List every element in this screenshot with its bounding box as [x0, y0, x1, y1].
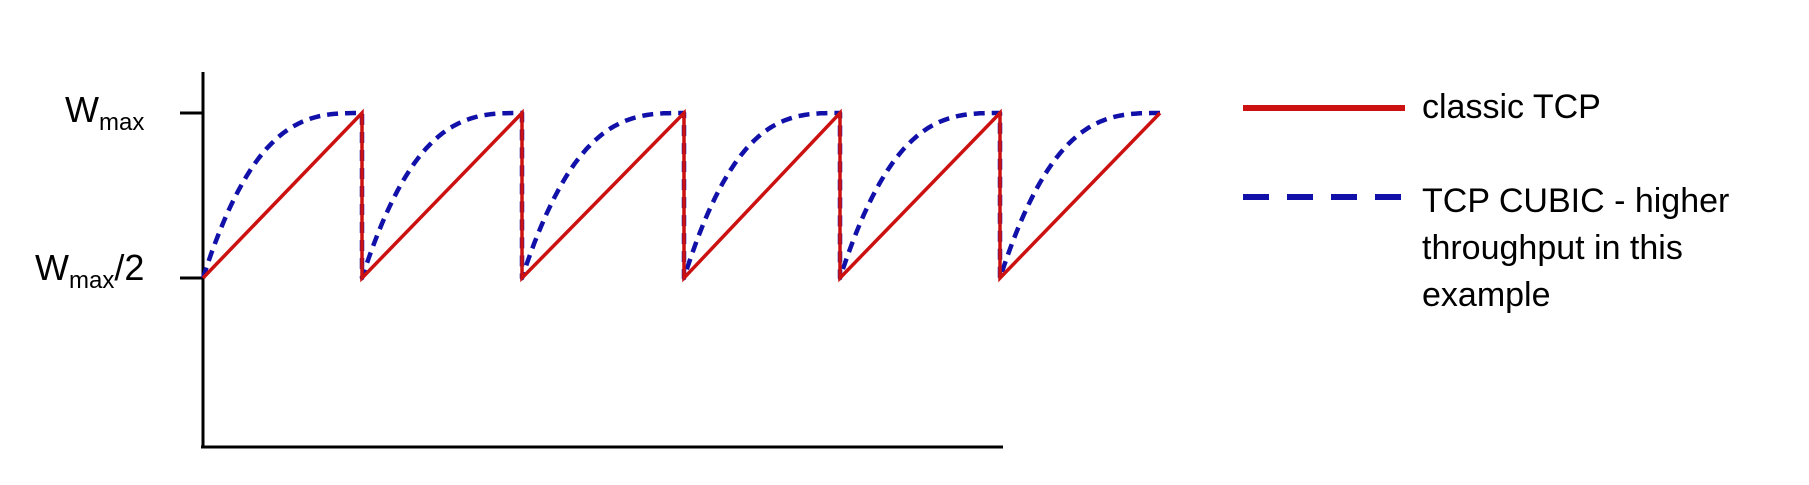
- y-tick-label-wmax-half-sub: max: [69, 267, 114, 294]
- y-tick-label-wmax-half-suffix: /2: [114, 247, 144, 288]
- y-tick-label-wmax-main: W: [65, 89, 99, 130]
- legend-label-tcp-cubic: TCP CUBIC - higher throughput in this ex…: [1422, 182, 1739, 314]
- y-tick-label-wmax-half: Wmax/2: [35, 247, 144, 294]
- y-tick-labels: Wmax Wmax/2: [35, 89, 144, 294]
- series-line-tcp-cubic: [200, 110, 1160, 281]
- plot-area: [200, 108, 1162, 283]
- legend-label-tcp-cubic-line-1: TCP CUBIC - higher: [1422, 182, 1729, 220]
- y-tick-label-wmax: Wmax: [65, 89, 144, 136]
- series-line-classic-tcp: [201, 108, 1162, 283]
- y-tick-label-wmax-sub: max: [99, 109, 144, 136]
- legend-label-classic-tcp: classic TCP: [1422, 88, 1601, 126]
- legend: classic TCP TCP CUBIC - higher throughpu…: [1243, 88, 1739, 314]
- y-tick-label-wmax-half-main: W: [35, 247, 69, 288]
- legend-label-tcp-cubic-line-3: example: [1422, 276, 1551, 314]
- axes: [180, 72, 1003, 449]
- legend-label-tcp-cubic-line-2: throughput in this: [1422, 229, 1683, 267]
